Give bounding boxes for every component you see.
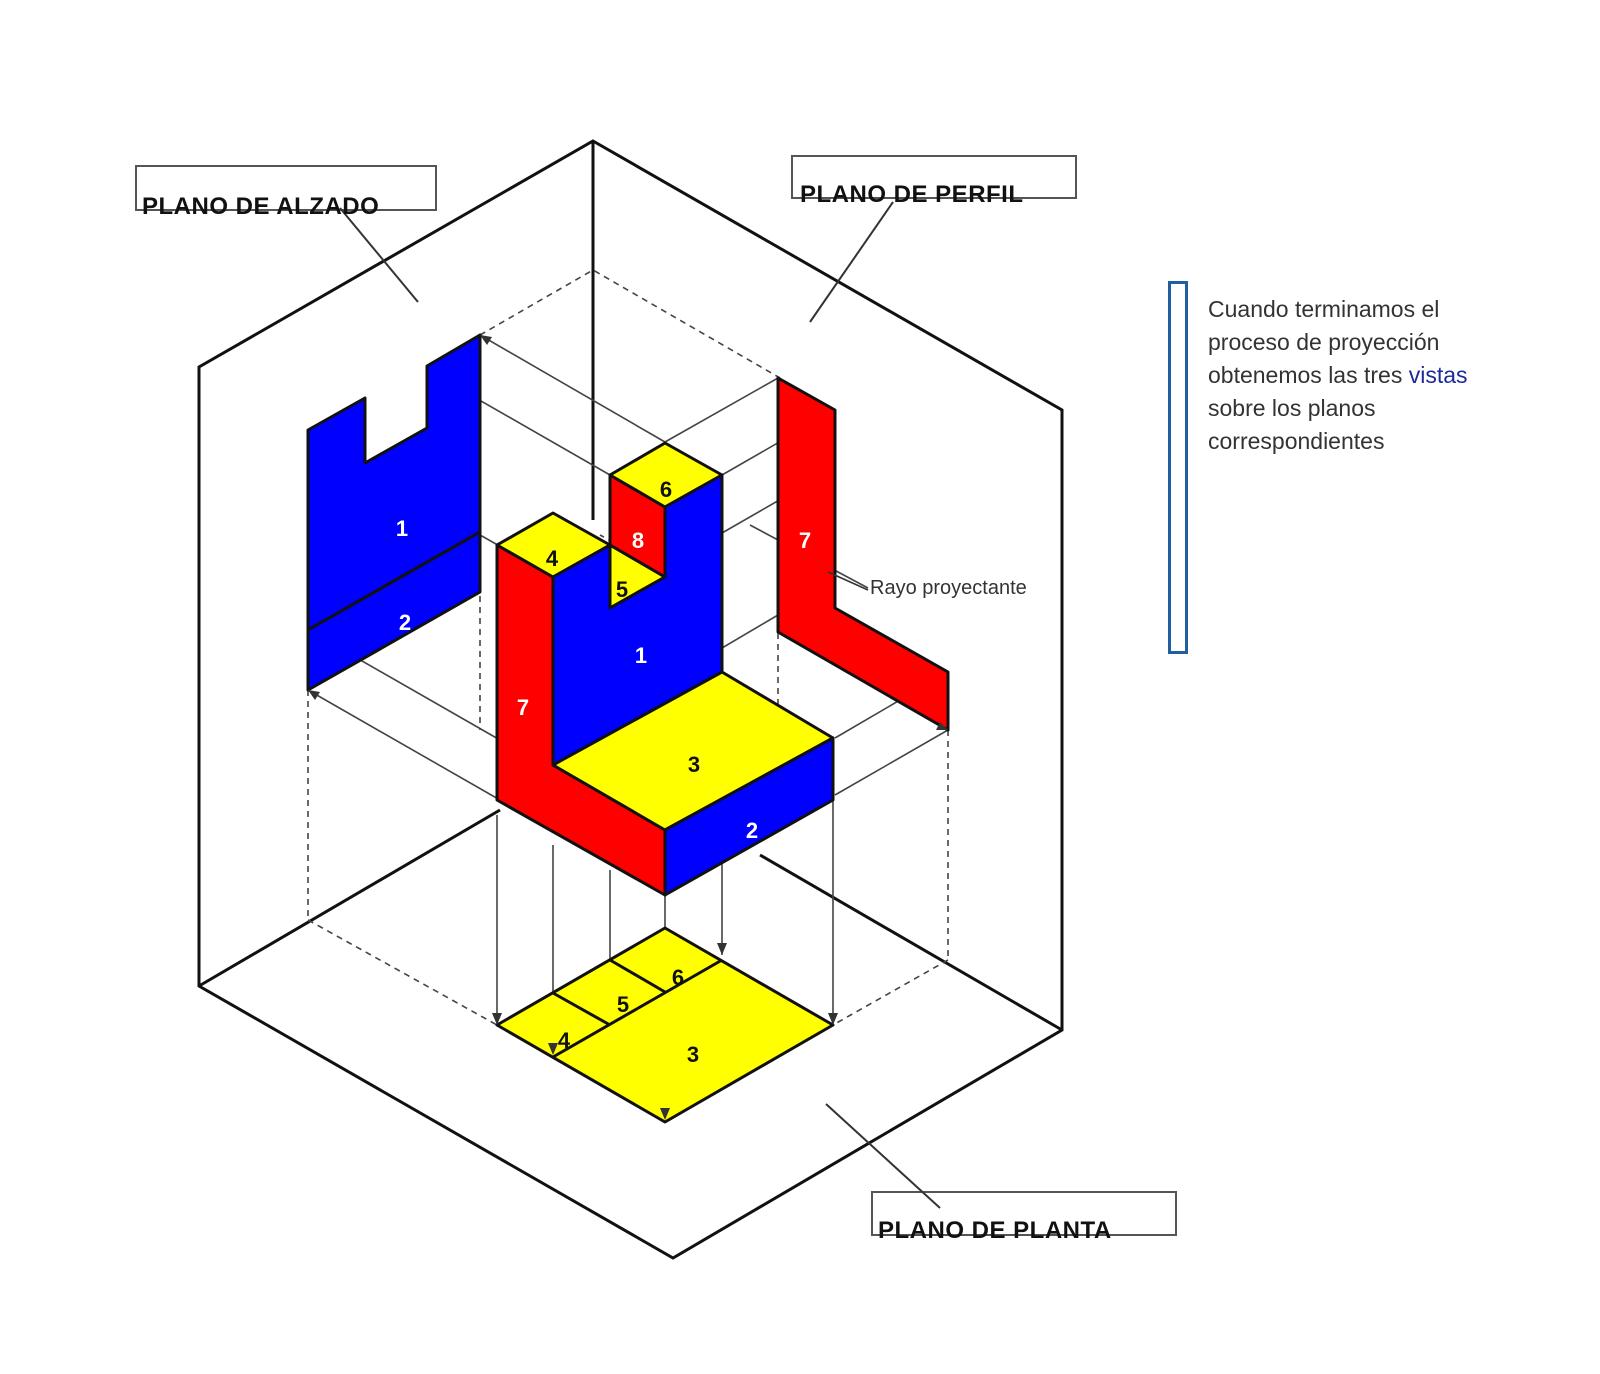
top-face-number-6: 6 bbox=[672, 965, 684, 990]
note-bar bbox=[1168, 281, 1188, 654]
front-view-face-2 bbox=[306, 530, 482, 692]
note-line-1: Cuando terminamos el bbox=[1208, 296, 1440, 322]
object-face-number-3: 3 bbox=[688, 752, 700, 777]
object-face-number-7: 7 bbox=[517, 695, 529, 720]
label-perfil: PLANO DE PERFIL bbox=[791, 155, 1077, 323]
object-face-number-4: 4 bbox=[546, 546, 559, 571]
note-line-2: proceso de proyección bbox=[1208, 329, 1440, 355]
object-face-2 bbox=[663, 736, 835, 897]
note-line-5: correspondientes bbox=[1208, 428, 1385, 454]
label-planta-text: PLANO DE PLANTA bbox=[878, 1217, 1112, 1244]
label-alzado: PLANO DE ALZADO bbox=[135, 165, 437, 303]
note-line-4: sobre los planos bbox=[1208, 395, 1376, 421]
face-numbers: 1 2 7 1 2 3 4 5 6 7 8 3 4 5 6 bbox=[396, 477, 811, 1067]
ray-label-text: Rayo proyectante bbox=[870, 577, 1027, 599]
note-text: Cuando terminamos el proceso de proyecci… bbox=[1208, 293, 1578, 458]
front-face-number-1: 1 bbox=[396, 516, 408, 541]
object-face-number-6: 6 bbox=[660, 477, 672, 502]
object-face-number-8: 8 bbox=[632, 528, 644, 553]
front-face-number-2: 2 bbox=[399, 610, 411, 635]
object-face-number-2: 2 bbox=[746, 818, 758, 843]
label-planta: PLANO DE PLANTA bbox=[825, 1103, 1177, 1244]
object-face-number-1: 1 bbox=[635, 643, 647, 668]
label-alzado-text: PLANO DE ALZADO bbox=[142, 193, 379, 220]
side-view-face-7 bbox=[776, 376, 950, 732]
top-view bbox=[495, 926, 835, 1124]
ray-arrowheads bbox=[308, 335, 948, 1120]
solid-object bbox=[495, 441, 835, 897]
note-line-3-prefix: obtenemos las tres bbox=[1208, 362, 1409, 388]
note-highlight-vistas: vistas bbox=[1408, 362, 1468, 388]
top-face-number-5: 5 bbox=[617, 992, 629, 1017]
side-view bbox=[776, 376, 950, 732]
object-face-number-5: 5 bbox=[616, 577, 628, 602]
top-view-outline bbox=[495, 926, 835, 1124]
top-face-number-4: 4 bbox=[558, 1028, 571, 1053]
label-perfil-text: PLANO DE PERFIL bbox=[800, 181, 1024, 208]
projection-box bbox=[197, 139, 1064, 1260]
ray-label: Rayo proyectante bbox=[827, 571, 1027, 599]
side-face-number-7: 7 bbox=[799, 528, 811, 553]
note-line-3: obtenemos las tres vistas bbox=[1208, 359, 1578, 392]
front-view bbox=[306, 333, 482, 692]
top-face-number-3: 3 bbox=[687, 1042, 699, 1067]
